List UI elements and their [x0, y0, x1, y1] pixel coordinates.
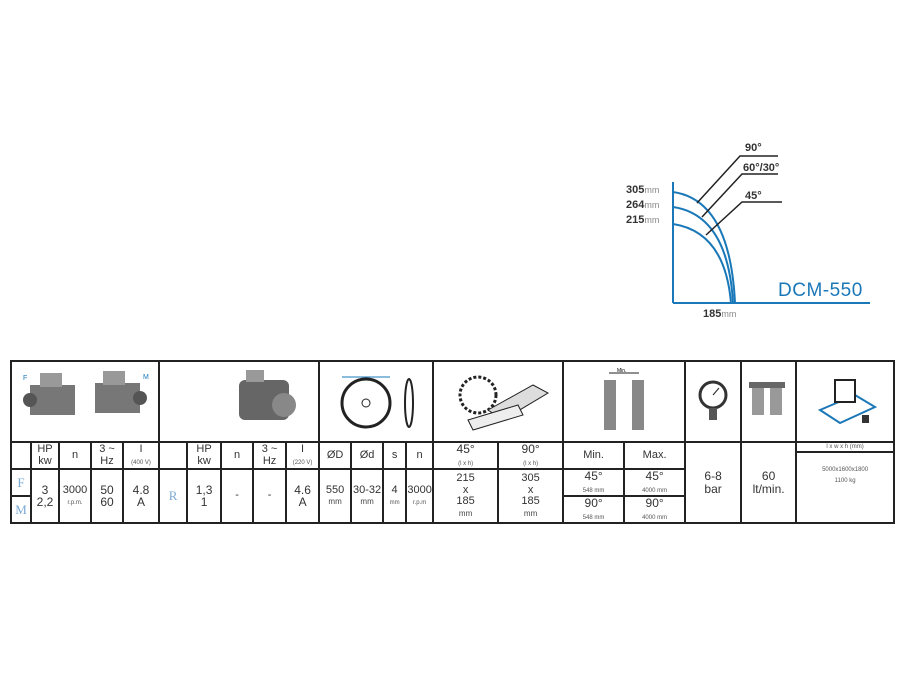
current-header-r: I — [301, 443, 305, 455]
cut-45-l: 215 — [456, 472, 475, 485]
fm-speed: 3000 — [62, 483, 88, 496]
angle-60-30-label: 60°/30° — [743, 162, 780, 174]
blade-speed-header: n — [405, 440, 435, 471]
blade-diameter: 550 — [325, 483, 345, 496]
r-hp: 1,3 — [195, 482, 213, 497]
max-45-length: 4000 mm — [642, 487, 668, 494]
air-flow-unit: lt/min. — [752, 481, 785, 496]
voltage-400: (400 V) — [131, 459, 151, 466]
hp-header-r: HP — [196, 443, 212, 455]
x: x — [462, 483, 469, 496]
pump-motor-icon — [158, 360, 321, 443]
mm-unit: mm — [389, 500, 400, 507]
kw-header-r: kw — [197, 454, 211, 467]
capacity-curves — [672, 155, 870, 304]
unit: mm — [721, 309, 737, 319]
max-90-angle: 90° — [645, 496, 664, 511]
r-hz: - — [252, 468, 288, 525]
model-name: DCM-550 — [778, 280, 863, 301]
max-header: Max. — [623, 440, 687, 471]
x: x — [527, 483, 534, 496]
svg-text:F: F — [23, 375, 27, 382]
angle-90-label: 90° — [745, 142, 762, 154]
air-filter-icon — [740, 360, 798, 443]
blade-thickness: 4 — [391, 483, 398, 496]
fm-hz-50: 50 — [100, 482, 114, 497]
cutting-section-icon — [432, 360, 565, 443]
air-flow: 60 — [761, 469, 776, 484]
air-pressure: 6-8 — [704, 469, 722, 484]
r-current: 4.6 — [294, 482, 311, 497]
min-45-angle: 45° — [584, 469, 603, 484]
motor-label-m: M — [10, 495, 32, 525]
amp-unit: A — [137, 495, 146, 510]
fm-current: 4.8 — [132, 482, 150, 497]
hz-header: Hz — [100, 454, 114, 467]
cut-sub: (l x h) — [523, 460, 539, 467]
vise-length-icon: Min. — [562, 360, 687, 443]
phase-header-r: 3 ~ — [261, 443, 278, 455]
voltage-220: (220 V) — [292, 459, 313, 466]
hz-header-r: Hz — [262, 454, 277, 467]
cut-45-h: 185 — [456, 495, 475, 508]
n-header-r: n — [220, 440, 255, 471]
cut-90-header: 90° — [521, 442, 540, 456]
mm-unit: mm — [360, 497, 374, 507]
dimensions-value: 5000x1600x1800 — [822, 467, 869, 474]
r-speed: - — [220, 468, 255, 525]
min-45-length: 548 mm — [582, 487, 605, 494]
min-90-angle: 90° — [584, 496, 603, 511]
mm-unit: mm — [523, 508, 538, 518]
min-90-length: 548 mm — [582, 514, 605, 521]
phase-header: 3 ~ — [99, 443, 115, 455]
width-185: 185 — [703, 308, 722, 320]
cut-45-header: 45° — [456, 442, 475, 456]
cut-90-l: 305 — [521, 472, 540, 485]
rpm-unit: r.p.m — [412, 500, 427, 507]
fm-kw: 2,2 — [36, 495, 54, 510]
height-305: 305 — [626, 184, 645, 196]
angle-45-label: 45° — [745, 190, 762, 202]
weight-value: 1100 kg — [834, 477, 856, 484]
motor-label-r: R — [158, 468, 189, 525]
blade-speed: 3000 — [407, 483, 432, 496]
fm-hz-60: 60 — [100, 495, 114, 510]
unit: mm — [644, 215, 660, 225]
bore-diameter: 30-32 — [353, 483, 382, 496]
unit: mm — [644, 185, 660, 195]
kw-header: kw — [38, 454, 52, 467]
fm-hp: 3 — [41, 482, 49, 497]
bore-diameter-header: Ød — [350, 440, 385, 471]
r-kw: 1 — [200, 495, 208, 510]
mm-unit: mm — [328, 497, 342, 507]
hp-header: HP — [37, 443, 53, 455]
blade-diameter-header: ØD — [318, 440, 353, 471]
cut-sub: (l x h) — [458, 460, 474, 467]
dimensions-header: l x w x h (mm) — [798, 444, 893, 454]
machine-dimensions-icon — [795, 360, 896, 443]
air-pressure-unit: bar — [704, 481, 722, 496]
amp-unit: A — [298, 495, 307, 510]
max-90-length: 4000 mm — [642, 514, 668, 521]
svg-text:Min.: Min. — [617, 368, 626, 374]
min-header: Min. — [562, 440, 626, 471]
height-264: 264 — [626, 199, 645, 211]
cut-90-h: 185 — [521, 495, 540, 508]
pressure-gauge-icon — [684, 360, 743, 443]
max-45-angle: 45° — [645, 469, 664, 484]
current-header: I — [139, 443, 143, 455]
unit: mm — [644, 200, 660, 210]
rpm-unit: r.p.m. — [67, 500, 83, 507]
motor-label-f: F — [10, 468, 32, 498]
cutting-capacity-diagram: 90° 60°/30° 45° 305mm 264mm 215mm 185mm … — [610, 140, 880, 325]
height-215: 215 — [626, 214, 645, 226]
mm-unit: mm — [458, 508, 473, 518]
saw-blade-icon — [318, 360, 435, 443]
thickness-header: s — [382, 440, 408, 471]
svg-text:M: M — [143, 374, 149, 381]
n-header: n — [58, 440, 92, 471]
